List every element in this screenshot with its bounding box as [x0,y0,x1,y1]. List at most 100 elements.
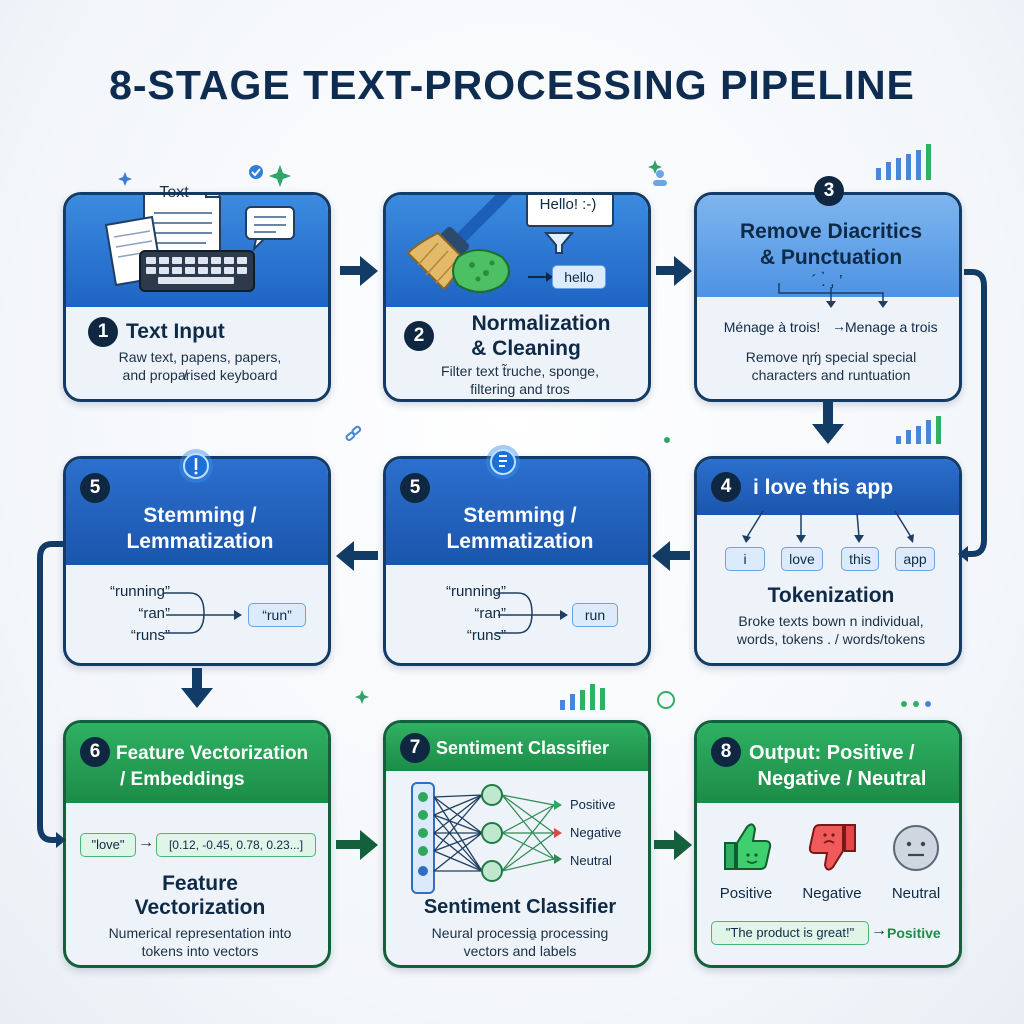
arrow-5a-to-6 [181,668,213,708]
stage-4-desc-line-1: Broke texts bown n individual, [738,613,924,629]
token-split-arrows [742,510,914,543]
token-chip-this: this [841,547,879,571]
stage-6-header-line-1: Feature Vectorization [116,743,309,764]
stage-5b-title-line-2: Lemmatization [446,530,594,553]
stage-3-title-line-1: Remove Diacritics [739,220,923,243]
cleaning-illustration [406,195,575,293]
arrow-loop-to-6 [37,541,64,843]
stage-7-desc-line-1: Neural processia̱ processing [431,925,609,941]
text-input-illustration [104,195,295,292]
stage-7-title: Sentiment Classifier [423,896,617,918]
thumbs-down-icon [808,824,856,871]
stage-3-card: Remove Diacritics & Punctuation ´ .̀ , ’… [694,192,962,402]
lemma-form-runs: “runs” [130,627,170,644]
user-icon [653,170,667,186]
stage-6-desc-line-2: tokens into vectors [141,943,259,959]
stage-1-illustration-area [66,195,328,307]
link-icon [345,425,362,442]
arrow-right-icon [528,272,553,282]
stage-8-header-line-2: Negative / Neutral [757,768,927,790]
arrow-3-to-4 [812,402,844,444]
stage-6-header [66,723,328,803]
classifier-output-neutral: Neutral [570,853,612,868]
stem-result-chip: run [572,603,618,627]
stage-1-number: 1 [88,317,118,347]
neutral-face-icon [893,825,939,871]
stage-4-title: Tokenization [767,584,895,607]
arrow-5b-to-5a [336,541,378,571]
token-chip-love: love [781,547,823,571]
output-label-positive: Positive [719,885,773,902]
stage-6-card: 6 Feature Vectorization / Embeddings "lo… [63,720,331,968]
diacritics-arrow: → [832,318,846,334]
bar-chart-icon [876,144,931,180]
example-sentence-chip: "The product is great!" [711,921,869,945]
example-result: Positive [887,925,941,941]
brush-icon [406,195,513,291]
example-arrow: → [871,922,887,939]
lightbulb-icon [486,445,520,479]
stage-2-card: hello 2 Normalization & Cleaning Filter … [383,192,651,402]
stage-7-header-title: Sentiment Classifier [436,738,610,758]
document-label: Text [158,195,198,196]
window-hello-text: Hello! :-) [539,196,597,213]
stage-1-desc-line-2: and propa̸rised keyboard [122,367,278,383]
sync-icon [657,691,675,709]
dot-icon [664,437,670,443]
sparkle-icon [269,165,291,187]
stage-3-desc-line-2: characters and runtuation [751,367,911,383]
stem-form-ran: “ran” [474,605,506,622]
stage-5b-card: 5 Stemming / Lemmatization “running” “ra… [383,456,651,666]
bar-chart-icon [896,416,941,444]
stage-8-header [697,723,959,803]
lemma-merge-arrows [164,592,242,634]
keyboard-icon [139,250,255,292]
stage-6-header-line-2: / Embeddings [120,769,245,790]
lemma-form-running: “running” [109,583,170,600]
stage-4-number: 4 [711,472,741,502]
token-chip-i: i [725,547,765,571]
sparkle-icon [355,690,369,704]
output-label-negative: Negative [802,885,862,902]
stage-8-card: 8 Output: Positive / Negative / Neutral … [694,720,962,968]
stage-5a-title-line-2: Lemmatization [126,530,274,553]
stage-2-title-line-2: & Cleaning [471,337,581,360]
diacritics-example-output: Menage a trois [845,319,938,335]
arrow-7-to-8 [654,830,692,860]
stage-1-desc-line-1: Raw text, papens, papers, [118,349,282,365]
token-chip-app: app [895,547,935,571]
stage-3-desc-line-1: Remove ɳɱ́ special special [745,349,917,365]
stage-6-desc-line-1: Numerical representation into [108,925,292,941]
stage-2-desc-line-2: filtering and tros [470,381,570,397]
stage-6-title-line-1: Feature [162,872,238,895]
stage-3-header [697,195,959,297]
stage-4-card: 4 i love this app i love this app Tokeni… [694,456,962,666]
stage-5b-title-line-1: Stemming / [463,504,577,527]
tokenization-sentence: i love this app [753,476,894,499]
check-icon [249,165,263,179]
stage-5b-header [386,459,648,565]
stage-7-desc-line-2: vectors and labels [463,943,577,959]
browser-window [526,192,614,227]
lemma-result-chip: “run” [248,603,306,627]
stage-6-title-line-2: Vectorization [134,896,266,919]
stage-3-number: 3 [814,176,844,206]
neural-network-diagram [411,782,562,894]
stage-1-title: Text Input [126,320,225,343]
lemma-form-ran: “ran” [138,605,170,622]
stem-form-runs: “runs” [466,627,506,644]
filter-funnel-icon [543,232,575,254]
stage-8-number: 8 [711,737,741,767]
stage-6-number: 6 [80,737,110,767]
arrow-2-to-3 [656,256,692,286]
symbol-arrows [778,283,888,308]
sponge-icon [452,249,510,293]
embedding-token-chip: "love" [80,833,136,857]
stage-2-desc-line-1: Filter text t̃ruche, sponge, [441,363,599,379]
window-titlebar [528,192,612,195]
lightbulb-icon [179,449,213,483]
classifier-output-positive: Positive [570,797,616,812]
punctuation-symbols: ´ .̀ , ’ [811,273,843,290]
embedding-vector-chip: [0.12, -0.45, 0.78, 0.23...] [156,833,316,857]
stage-3-title-line-2: & Punctuation [759,246,903,269]
